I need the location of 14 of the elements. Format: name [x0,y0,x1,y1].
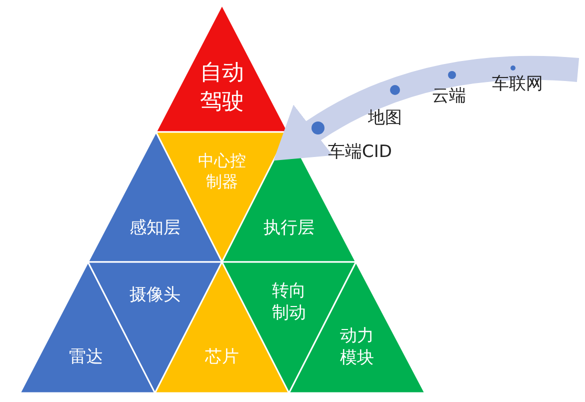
segment-label: 自动驾驶 [199,59,245,116]
segment-label: 摄像头 [128,284,182,306]
callout-label: 车端CID [328,141,392,163]
segment-label: 转向制动 [271,280,307,324]
callout-label: 云端 [432,85,466,107]
segment-label: 雷达 [68,346,104,368]
segment-label: 中心控制器 [197,151,247,193]
segment-label: 动力模块 [339,324,375,370]
segment-label: 芯片 [204,346,240,368]
callout-label: 地图 [368,107,402,129]
curved-arrow [273,56,579,160]
segment-label: 感知层 [128,216,182,240]
callout-label: 车联网 [492,73,543,95]
segment-label: 执行层 [262,216,316,240]
